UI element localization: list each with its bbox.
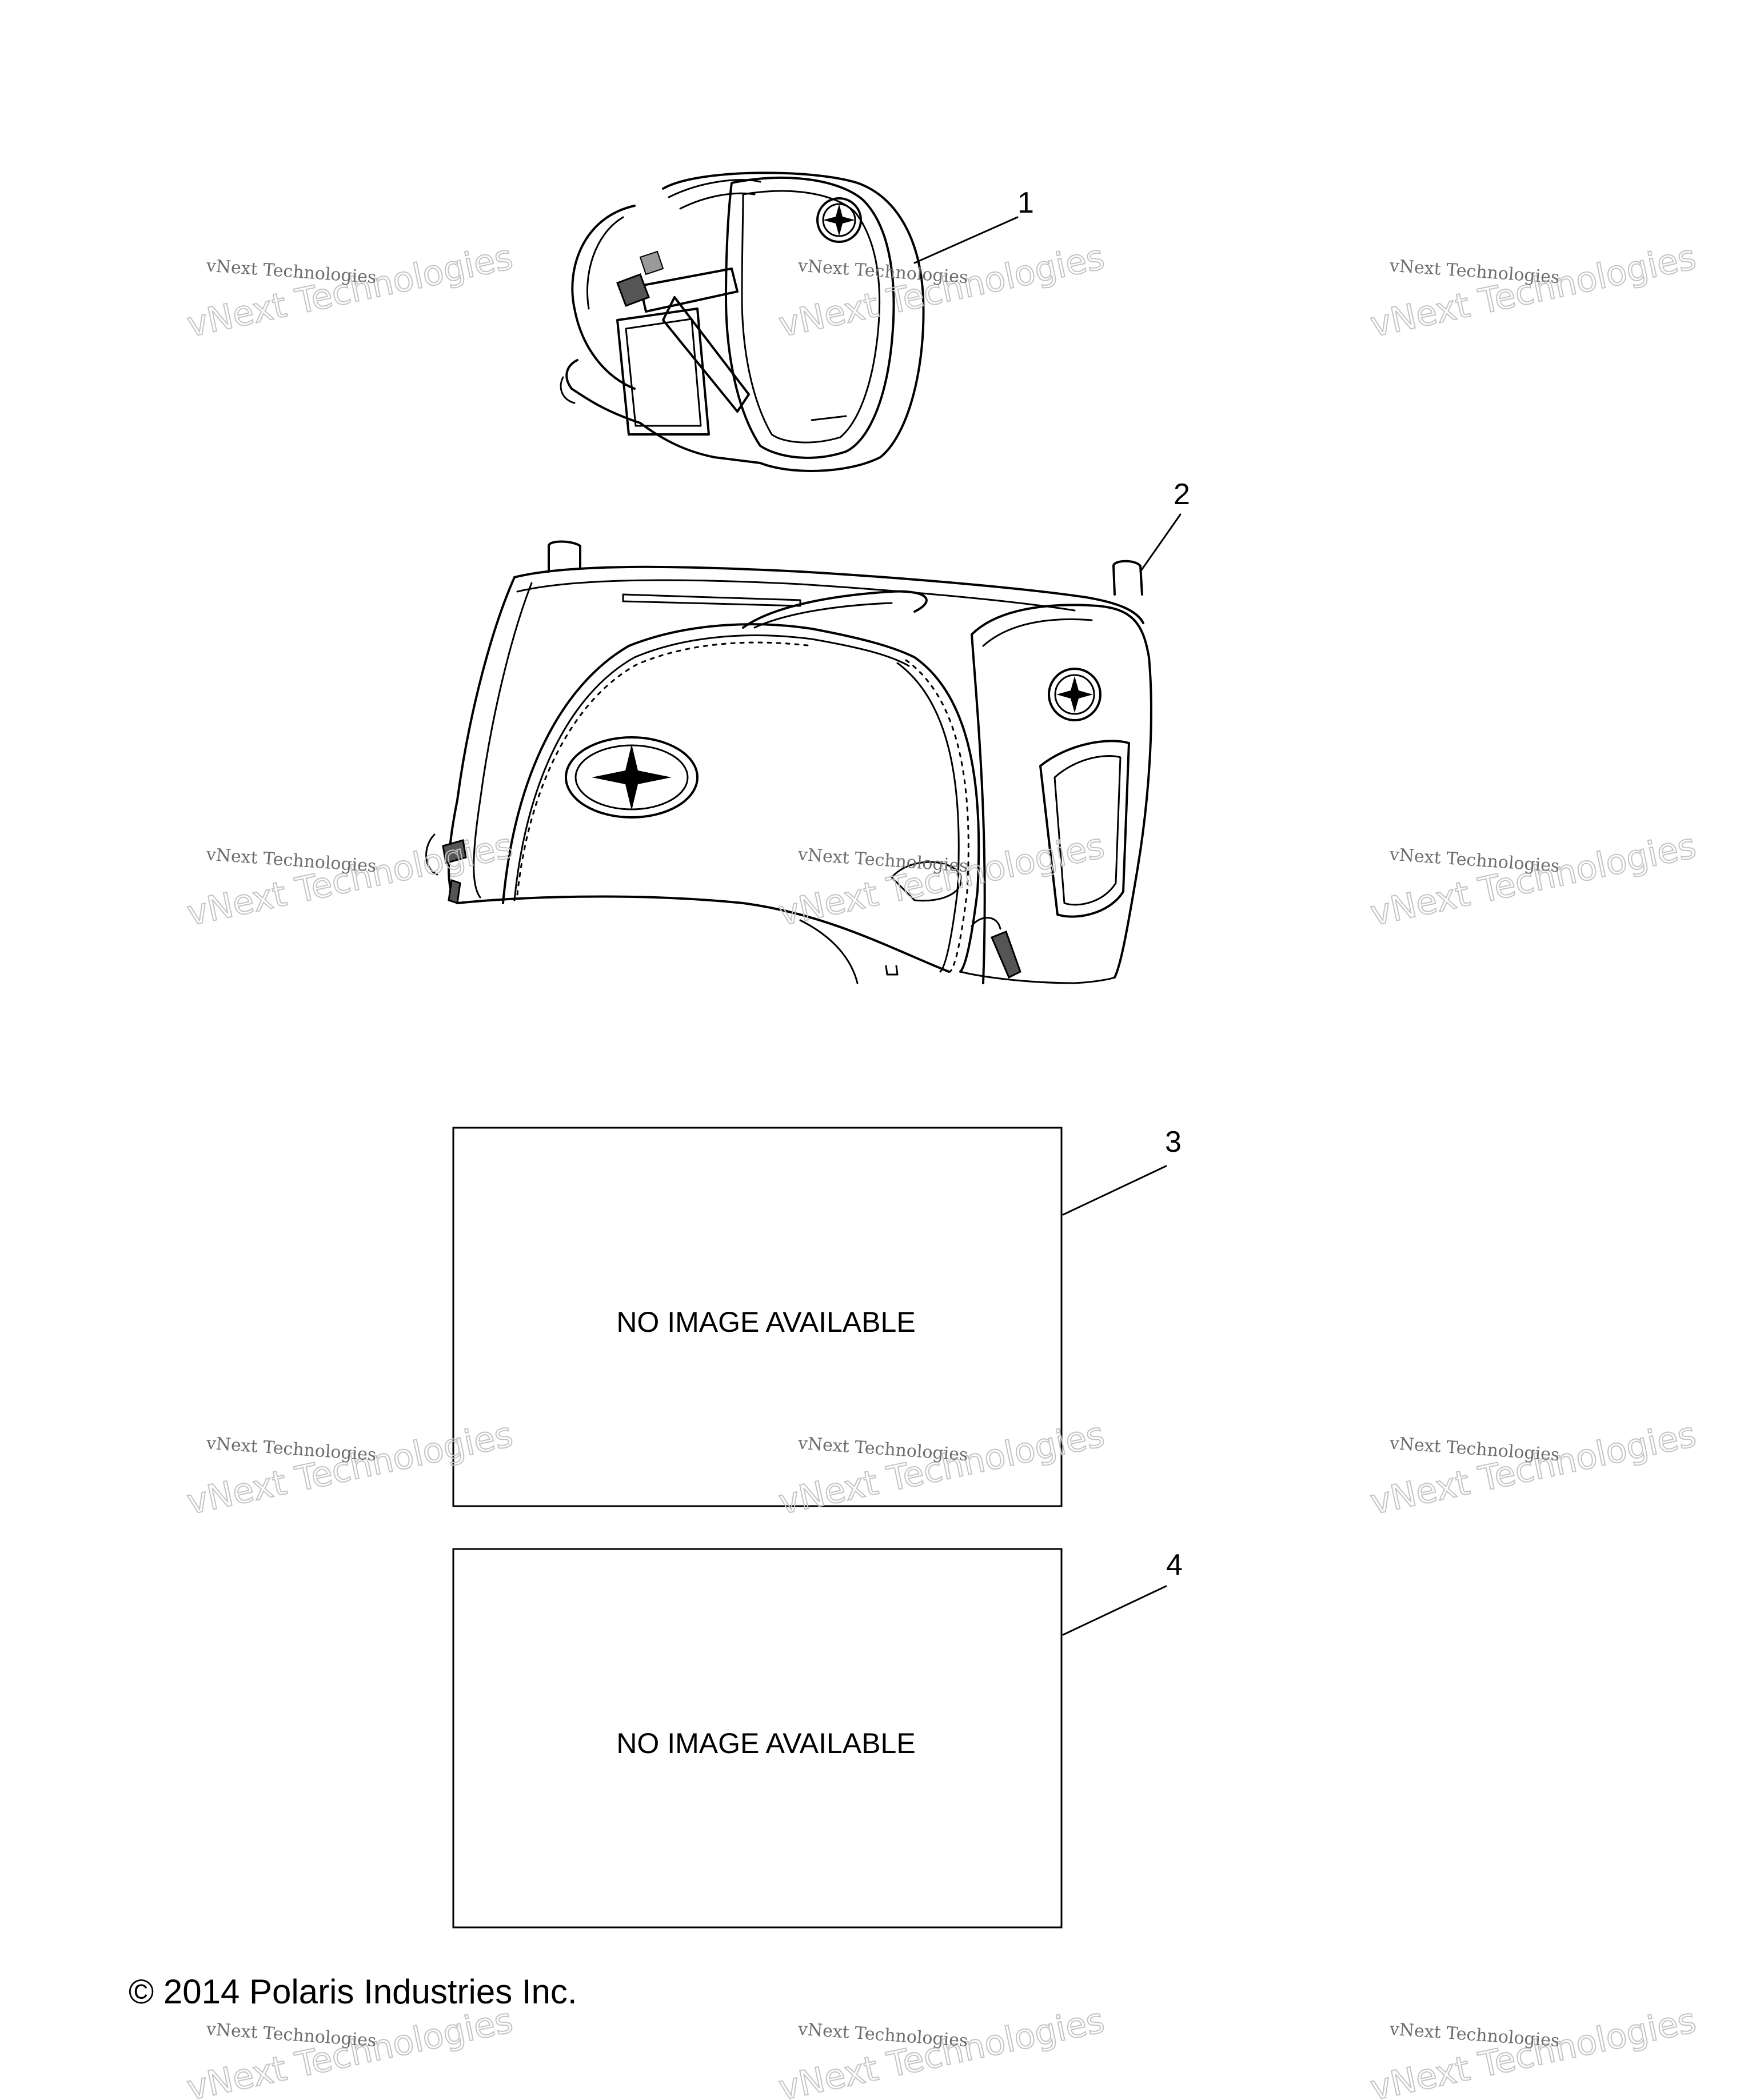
- watermark: vNext Technologies vNext Technologies: [775, 237, 1108, 346]
- svg-text:vNext Technologies: vNext Technologies: [1367, 826, 1699, 934]
- svg-text:vNext Technologies: vNext Technologies: [183, 826, 516, 934]
- compass-rose-logo-icon: [1056, 676, 1093, 713]
- callout-3: 3: [1165, 1125, 1182, 1159]
- svg-text:vNext Technologies: vNext Technologies: [1367, 2001, 1699, 2100]
- svg-text:vNext Technologies: vNext Technologies: [775, 2001, 1108, 2100]
- part-3-placeholder: NO IMAGE AVAILABLE 3: [452, 1125, 1182, 1507]
- svg-text:vNext Technologies: vNext Technologies: [775, 237, 1108, 345]
- svg-text:vNext Technologies: vNext Technologies: [1367, 1415, 1699, 1523]
- part-2-tunnel-bag: 2: [425, 478, 1190, 984]
- watermark: vNext Technologies vNext Technologies: [183, 237, 517, 346]
- compass-rose-logo-icon: [592, 744, 672, 811]
- watermark: vNext Technologies vNext Technologies: [1366, 825, 1700, 935]
- no-image-label-4: NO IMAGE AVAILABLE: [616, 1727, 915, 1759]
- svg-text:vNext Technologies: vNext Technologies: [183, 237, 516, 345]
- watermark: vNext Technologies vNext Technologies: [183, 825, 517, 935]
- callout-2: 2: [1174, 478, 1190, 511]
- watermark: vNext Technologies vNext Technologies: [183, 2000, 517, 2100]
- svg-text:vNext Technologies: vNext Technologies: [183, 2001, 516, 2100]
- part-4-placeholder: NO IMAGE AVAILABLE 4: [452, 1548, 1183, 1929]
- callout-1: 1: [1017, 186, 1034, 219]
- callout-4: 4: [1166, 1548, 1183, 1582]
- watermark: vNext Technologies vNext Technologies: [1366, 1414, 1700, 1523]
- copyright-text: © 2014 Polaris Industries Inc.: [129, 1973, 577, 2011]
- part-1-small-bag: 1: [560, 171, 1034, 472]
- watermark: vNext Technologies vNext Technologies: [1366, 2000, 1700, 2100]
- compass-rose-logo-icon: [823, 204, 855, 236]
- watermark: vNext Technologies vNext Technologies: [775, 825, 1108, 935]
- watermarks: vNext Technologies vNext Technologies vN…: [183, 237, 1700, 2100]
- svg-text:vNext Technologies: vNext Technologies: [775, 826, 1108, 934]
- no-image-label-3: NO IMAGE AVAILABLE: [616, 1306, 915, 1338]
- svg-text:vNext Technologies: vNext Technologies: [1367, 237, 1699, 345]
- watermark: vNext Technologies vNext Technologies: [775, 2000, 1108, 2100]
- watermark: vNext Technologies vNext Technologies: [1366, 237, 1700, 346]
